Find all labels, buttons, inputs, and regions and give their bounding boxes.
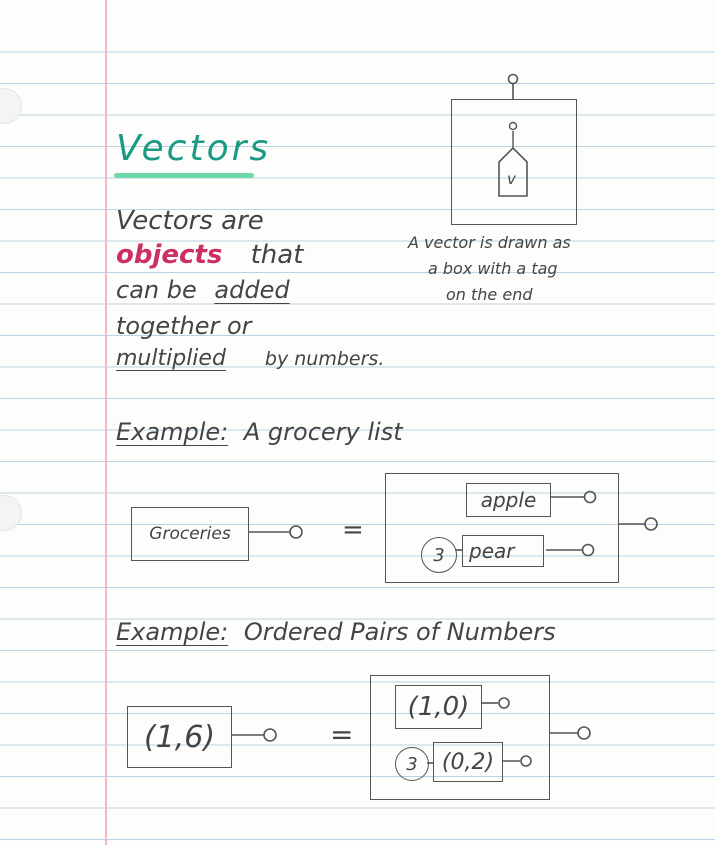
example1-label: Example: (116, 418, 229, 446)
intro-line-4: together or (116, 312, 252, 340)
diagram-caption-2: a box with a tag (428, 259, 558, 278)
example2-coefficient: 3 (395, 747, 429, 781)
example1-coefficient: 3 (421, 537, 457, 573)
vector-diagram-box (451, 99, 577, 225)
example2-result-box (370, 675, 550, 800)
intro-line-1: Vectors are (116, 206, 264, 236)
apple-box: apple (466, 483, 551, 517)
diagram-caption-1: A vector is drawn as (408, 233, 571, 252)
diagram-tag-label: v (507, 170, 516, 188)
added-word: added (214, 276, 290, 304)
title-highlight (114, 173, 254, 178)
intro-can-be: can be (116, 276, 197, 304)
example1-result-box (385, 473, 619, 583)
margin-line (105, 0, 107, 845)
example1-heading: Example: A grocery list (116, 418, 403, 446)
example2-equals: = (330, 718, 354, 751)
pair-1-0-box: (1,0) (395, 685, 482, 729)
intro-line-5: multiplied by numbers. (116, 346, 384, 371)
intro-line-2: objects that (116, 240, 303, 270)
pair-box: (1,6) (127, 706, 232, 768)
pair-0-2-box: (0,2) (433, 742, 503, 782)
example1-equals: = (342, 515, 364, 545)
multiplied-word: multiplied (116, 346, 226, 371)
objects-word: objects (116, 240, 223, 270)
pear-box: pear (462, 535, 544, 567)
intro-that: that (250, 240, 304, 270)
page-title: Vectors (116, 128, 272, 169)
example1-title: A grocery list (243, 418, 403, 446)
intro-by-numbers: by numbers. (264, 348, 385, 370)
groceries-box: Groceries (131, 507, 249, 561)
example2-heading: Example: Ordered Pairs of Numbers (116, 618, 556, 646)
diagram-caption-3: on the end (446, 285, 533, 304)
example2-label: Example: (116, 618, 229, 646)
intro-line-3: can be added (116, 276, 290, 304)
example2-title: Ordered Pairs of Numbers (243, 618, 556, 646)
